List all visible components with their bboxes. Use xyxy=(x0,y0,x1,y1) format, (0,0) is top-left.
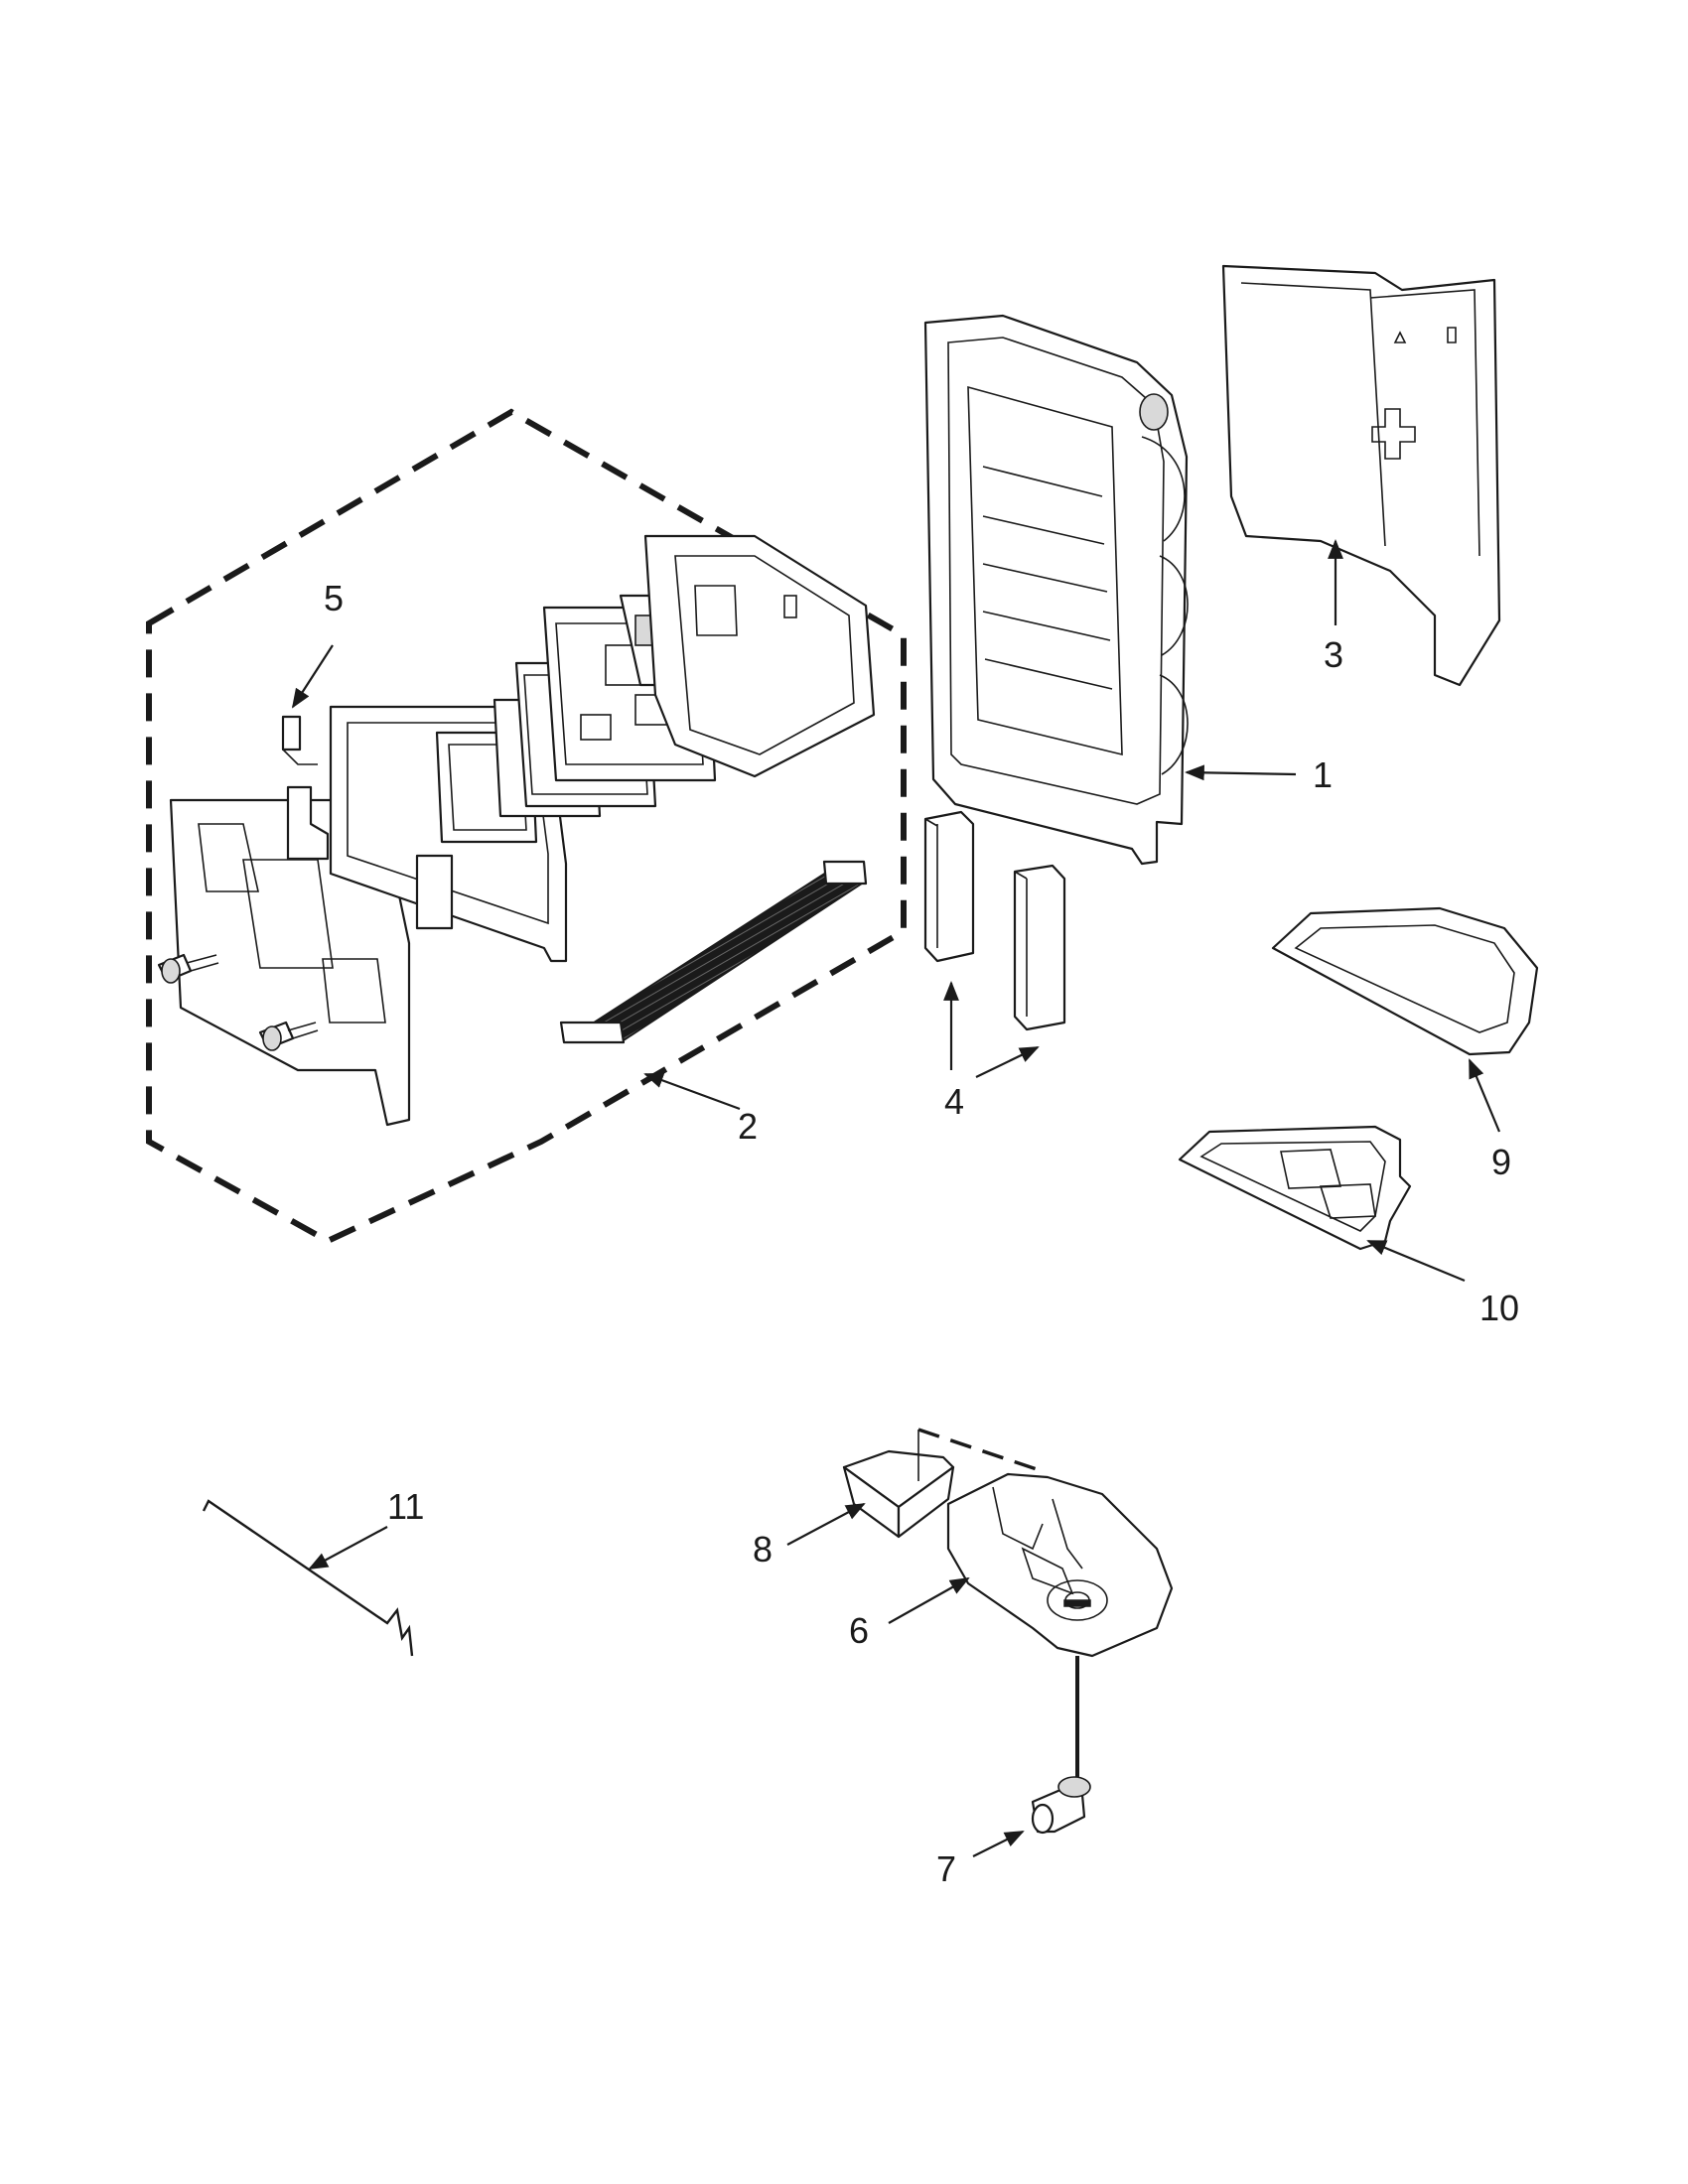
wire-rod xyxy=(202,1499,414,1657)
callout-5: 5 xyxy=(324,578,344,618)
leader-2 xyxy=(643,1072,741,1111)
screw-upper xyxy=(157,953,219,984)
control-housing xyxy=(643,534,876,778)
callout-8: 8 xyxy=(753,1529,773,1570)
small-connector xyxy=(281,715,302,751)
leader-4b xyxy=(975,1046,1040,1078)
bezel-bracket xyxy=(286,785,330,861)
leader-7 xyxy=(972,1831,1025,1857)
kit-dashed-boundary xyxy=(146,408,907,1245)
callout-1: 1 xyxy=(1313,754,1333,795)
callout-7: 7 xyxy=(936,1848,956,1889)
drip-tray xyxy=(1178,1125,1412,1251)
leader-10 xyxy=(1366,1239,1466,1283)
dispenser-funnel xyxy=(842,1428,1044,1539)
leader-8 xyxy=(786,1503,866,1546)
leader-1 xyxy=(1185,764,1297,781)
ribbon-cable xyxy=(559,860,868,1044)
pad-left xyxy=(923,810,975,963)
callout-6: 6 xyxy=(849,1610,869,1651)
callout-2: 2 xyxy=(738,1106,758,1147)
leader-9 xyxy=(1468,1058,1501,1133)
callout-4: 4 xyxy=(944,1081,964,1122)
screw-lower xyxy=(258,1021,319,1051)
callout-9: 9 xyxy=(1491,1142,1511,1182)
ice-bucket-housing xyxy=(923,314,1189,866)
leader-5 xyxy=(291,644,334,709)
leader-11 xyxy=(308,1526,388,1570)
pad-right xyxy=(1013,864,1066,1031)
callout-10: 10 xyxy=(1479,1288,1519,1328)
callout-11: 11 xyxy=(387,1486,424,1527)
ice-tray-trim xyxy=(1271,906,1539,1056)
leader-6 xyxy=(888,1577,970,1624)
control-assembly-kit xyxy=(146,408,907,1245)
callout-3: 3 xyxy=(1324,634,1343,675)
elbow-fitting xyxy=(1031,1776,1091,1835)
ice-bucket-cover xyxy=(1221,264,1501,687)
dispenser-motor-housing xyxy=(946,1472,1174,1658)
